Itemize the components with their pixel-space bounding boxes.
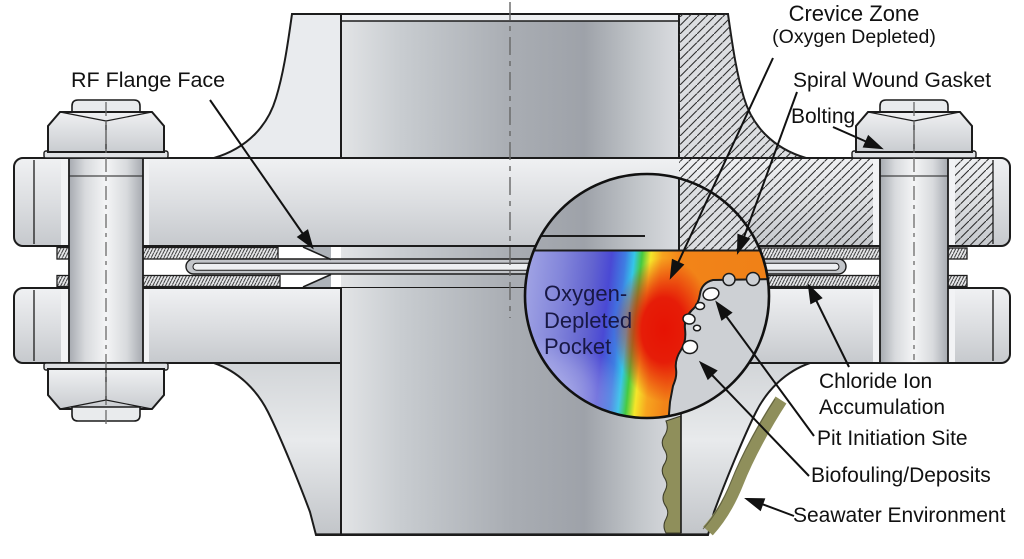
biofouling-deposit	[661, 396, 787, 536]
label-crevice-zone-line1: Crevice Zone	[788, 1, 920, 26]
label-oxygen-depleted-line2: Depleted	[544, 307, 633, 333]
label-bolting: Bolting	[791, 105, 856, 128]
label-chloride-ion-accumulation: Chloride Ion Accumulation	[819, 369, 945, 421]
magnifier-circle	[523, 172, 771, 420]
raised-face-chamfer-upper	[302, 246, 332, 261]
label-spiral-wound-gasket: Spiral Wound Gasket	[793, 69, 992, 92]
label-oxygen-depleted-pocket: Oxygen- Depleted Pocket	[544, 281, 632, 361]
leader-arrow-rf-flange-face	[209, 99, 314, 250]
raised-face-chamfer-lower	[302, 273, 332, 288]
right-bolt	[851, 99, 977, 364]
leader-arrows	[209, 57, 884, 517]
label-oxygen-depleted-line3: Pocket	[544, 334, 612, 359]
label-rf-flange-face: RF Flange Face	[71, 68, 226, 92]
leader-arrow-pit-initiation	[715, 300, 815, 437]
label-pit-initiation-site: Pit Initiation Site	[817, 427, 968, 450]
leader-arrow-chloride	[807, 283, 850, 368]
pit-markers	[681, 287, 720, 355]
label-crevice-zone-line2: (Oxygen Depleted)	[772, 26, 936, 48]
label-chloride-line2: Accumulation	[819, 396, 946, 419]
label-oxygen-depleted-line1: Oxygen-	[544, 281, 628, 306]
leader-arrow-biofouling	[698, 360, 810, 477]
leader-arrow-crevice-zone	[669, 57, 774, 280]
leader-arrow-spiral-wound-gasket	[736, 91, 798, 255]
leader-arrow-seawater	[744, 497, 795, 517]
leader-arrow-bolting	[832, 126, 884, 150]
weld-neck-left-wall	[213, 13, 342, 159]
label-biofouling-deposits: Biofouling/Deposits	[811, 464, 991, 487]
left-bolt	[43, 99, 169, 428]
label-chloride-line1: Chloride Ion	[819, 370, 933, 393]
label-seawater-environment: Seawater Environment	[793, 504, 1006, 527]
label-crevice-zone: Crevice Zone (Oxygen Depleted)	[752, 1, 956, 49]
